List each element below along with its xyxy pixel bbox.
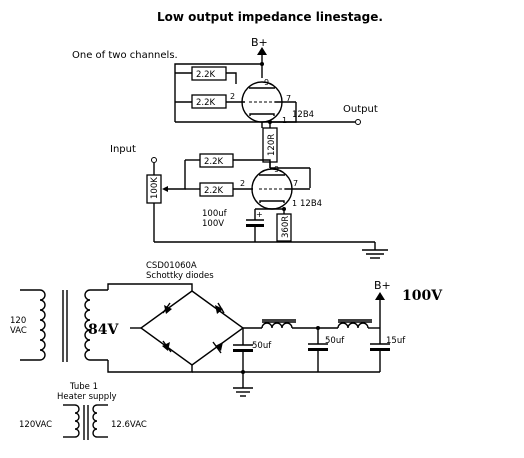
pin-1-bottom: 1: [292, 199, 297, 208]
cap-100uf-plate-bottom: [246, 224, 264, 227]
secondary-voltage: 84V: [88, 322, 119, 338]
cap-15uf: [370, 348, 390, 351]
diode-icon: [212, 341, 223, 354]
output-terminal: [355, 119, 361, 125]
choke-1: [261, 319, 296, 329]
choke-2: [337, 319, 372, 329]
heater-output-voltage: 12.6VAC: [111, 420, 147, 430]
bplus-top-label: B+: [251, 36, 268, 49]
heater-title: Tube 1: [69, 382, 98, 392]
pin-7-bottom: 7: [293, 179, 298, 188]
heater-supply: Tube 1 Heater supply 120VAC 12.6VAC: [19, 382, 147, 440]
cap-2-label: 50uf: [325, 336, 345, 346]
cap-1-label: 50uf: [252, 341, 272, 351]
primary-voltage: 120: [10, 316, 26, 326]
resistor-2k2-bottom-feedback-label: 2.2K: [204, 157, 224, 167]
bplus-arrow-icon: [375, 292, 385, 300]
bplus-voltage: 100V: [402, 288, 443, 304]
tube-lower-label: 12B4: [300, 199, 322, 209]
pin-9-bottom: 9: [274, 165, 279, 174]
tube-upper-label: 12B4: [292, 110, 314, 120]
ground-icon: [362, 249, 388, 259]
potentiometer-100k-label: 100K: [150, 177, 160, 199]
cap-plus-sign: +: [256, 210, 263, 219]
ground-icon: [233, 387, 253, 397]
bplus-ps-label: B+: [374, 279, 391, 292]
pin-1-top: 1: [282, 116, 287, 125]
diode-part-number: CSD01060A: [146, 261, 197, 271]
wiper-arrow-icon: [162, 186, 168, 192]
resistor-2k2-top-grid-label: 2.2K: [196, 98, 216, 108]
upper-stage: B+ 2.2K 2.2K 2 9 7 1 12B4 Output: [174, 36, 378, 168]
power-transformer: [20, 289, 108, 362]
heater-input-voltage: 120VAC: [19, 420, 52, 430]
bplus-arrow-icon: [257, 47, 267, 55]
channel-note: One of two channels.: [72, 50, 178, 61]
cap-50uf-first: [233, 349, 253, 352]
primary-unit: VAC: [10, 326, 27, 336]
diode-description: Schottky diodes: [146, 271, 214, 281]
power-supply: CSD01060A Schottky diodes 120 VAC 84V: [10, 261, 443, 397]
cap-3-label: 15uf: [386, 336, 406, 346]
pin-9-top: 9: [264, 78, 269, 87]
pin-2-top: 2: [230, 92, 235, 101]
heater-subtitle: Heater supply: [57, 392, 117, 402]
bridge-rectifier: [139, 290, 245, 366]
lower-stage: Input 100K 2.2K 2.2K 2 9 7 1 12B4: [110, 144, 388, 259]
input-terminal: [151, 157, 157, 163]
resistor-360r-label: 360R: [281, 216, 291, 238]
input-label: Input: [110, 144, 136, 155]
pin-7-top: 7: [286, 94, 291, 103]
pin-2-bottom: 2: [240, 179, 245, 188]
cap-50uf-second: [308, 348, 328, 351]
diagram-title: Low output impedance linestage.: [157, 10, 383, 24]
diode-icon: [162, 302, 172, 314]
output-label: Output: [343, 104, 378, 115]
heater-transformer: [63, 404, 108, 440]
resistor-2k2-top-feedback-label: 2.2K: [196, 70, 216, 80]
resistor-2k2-bottom-grid-label: 2.2K: [204, 186, 224, 196]
resistor-120r-label: 120R: [267, 134, 277, 156]
cap-100uf-value: 100uf: [202, 209, 228, 219]
diode-icon: [162, 340, 172, 353]
cap-100uf-voltage: 100V: [202, 219, 224, 229]
diode-icon: [215, 302, 225, 314]
